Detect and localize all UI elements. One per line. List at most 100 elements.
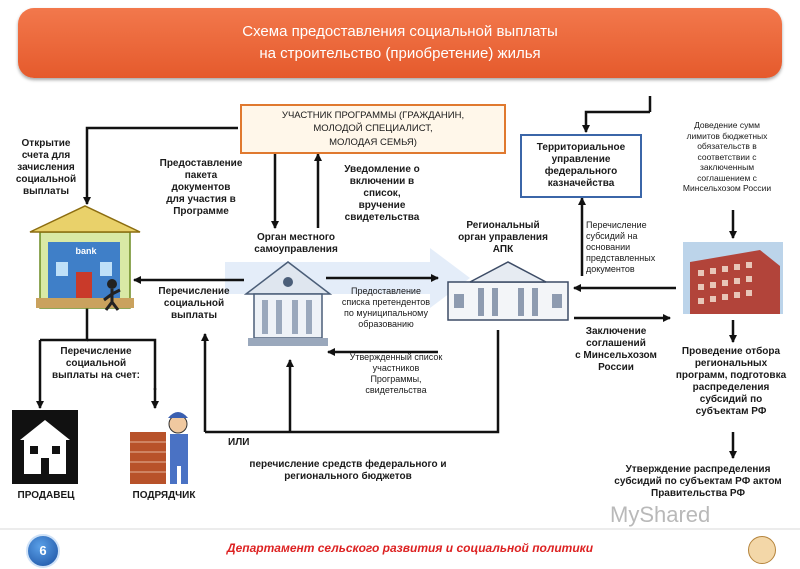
agreement-line: Заключение: [585, 326, 647, 337]
open-account-line: Открытие: [21, 138, 71, 149]
subsidy-transfer-line: представленных: [586, 253, 656, 263]
budget-limits-label: Доведение сумм лимитов бюджетных обязате…: [660, 120, 794, 194]
participant-line-2: МОЛОДОЙ СПЕЦИАЛИСТ,: [313, 123, 433, 135]
budget-limits-line: заключенным: [699, 162, 755, 172]
contractor-worker-icon: [130, 412, 188, 484]
page-number-badge: 6: [26, 534, 60, 568]
documents-line: пакета: [184, 170, 218, 181]
agreement-line: соглашений: [586, 338, 646, 349]
selection-line: программ, подготовка: [675, 370, 787, 381]
program-participant-box: УЧАСТНИК ПРОГРАММЫ (ГРАЖДАНИН, МОЛОДОЙ С…: [240, 104, 506, 154]
payment-to-account-line: социальной: [65, 358, 127, 369]
line-bank-to-contractor: [87, 338, 157, 390]
budget-funds-line: перечисление средств федерального и: [249, 459, 447, 470]
ministry-building-photo: [683, 242, 783, 314]
selection-line: Проведение отбора: [681, 346, 781, 357]
selection-label: Проведение отбора региональных программ,…: [662, 346, 800, 418]
bank-icon: [29, 205, 141, 311]
notification-line: список,: [363, 188, 401, 199]
applicants-list-line: списка претендентов: [341, 297, 431, 307]
budget-limits-line: соответствии с: [697, 151, 757, 162]
agreement-label: Заключение соглашений с Минсельхозом Рос…: [560, 326, 672, 374]
open-account-line: выплаты: [22, 186, 70, 197]
government-approval-line: субсидий по субъектам РФ актом: [614, 476, 782, 487]
treasury-line-4: казначейства: [547, 178, 615, 189]
treasury-line-3: федерального: [544, 166, 618, 177]
regional-apk-icon: [447, 261, 569, 321]
applicants-list-label: Предоставление списка претендентов по му…: [328, 286, 444, 330]
local-government-line: самоуправления: [254, 244, 338, 255]
or-label: ИЛИ: [228, 437, 250, 448]
approved-list-line: свидетельства: [365, 385, 427, 395]
treasury-line-1: Территориальное: [536, 142, 626, 153]
selection-line: субсидий по: [699, 394, 763, 405]
regional-apk-line: орган управления: [458, 232, 548, 243]
emblem-icon: [748, 536, 776, 564]
notification-line: свидетельства: [344, 212, 420, 223]
budget-limits-line: Минсельхозом России: [682, 183, 772, 193]
open-account-line: социальной: [15, 174, 77, 185]
social-payment-line: Перечисление: [158, 286, 230, 297]
selection-line: распределения: [692, 382, 770, 393]
government-approval-line: Правительства РФ: [651, 488, 745, 499]
documents-line: для участия в: [166, 194, 236, 205]
title-line-1: Схема предоставления социальной выплаты: [242, 23, 558, 40]
regional-apk-line: Региональный: [466, 220, 540, 231]
subsidy-transfer-line: документов: [586, 264, 635, 274]
participant-line-1: УЧАСТНИК ПРОГРАММЫ (ГРАЖДАНИН,: [281, 109, 465, 121]
arrow-loop-to-treasury: [582, 110, 650, 133]
documents-line: Программе: [173, 206, 229, 217]
budget-funds-label: перечисление средств федерального и реги…: [228, 459, 468, 483]
notification-line: включении в: [349, 176, 415, 187]
participant-line-3: МОЛОДАЯ СЕМЬЯ): [329, 136, 417, 148]
arrow-participant-to-account: [83, 126, 238, 205]
applicants-list-line: Предоставление: [351, 286, 421, 296]
treasury-box: Территориальное управление федерального …: [520, 134, 642, 198]
selection-line: региональных: [694, 358, 768, 369]
social-payment-line: социальной: [163, 298, 225, 309]
title-banner: Схема предоставления социальной выплаты …: [18, 8, 782, 78]
documents-line: документов: [171, 182, 231, 193]
subsidy-transfer-line: субсидий на: [586, 231, 638, 241]
open-account-line: счета для: [21, 150, 71, 161]
subsidy-transfer-label: Перечисление субсидий на основании предс…: [586, 220, 670, 275]
treasury-line-2: управление: [551, 154, 611, 165]
notification-label: Уведомление о включении в список, вручен…: [328, 164, 436, 224]
agreement-line: с Минсельхозом: [575, 350, 657, 361]
payment-to-account-label: Перечисление социальной выплаты на счет:: [40, 346, 152, 382]
payment-to-account-line: выплаты на счет:: [51, 370, 140, 381]
local-government-label: Орган местного самоуправления: [240, 232, 352, 256]
budget-funds-line: регионального бюджетов: [284, 471, 412, 482]
applicants-list-line: образованию: [358, 319, 414, 329]
subsidy-transfer-line: основании: [586, 242, 631, 252]
regional-apk-label: Региональный орган управления АПК: [444, 220, 562, 256]
open-account-label: Открытие счета для зачисления социальной…: [4, 138, 88, 198]
budget-limits-line: Доведение сумм: [694, 120, 760, 130]
documents-label: Предоставление пакета документов для уча…: [136, 158, 266, 218]
local-government-icon: [243, 261, 333, 346]
regional-apk-line: АПК: [492, 244, 514, 255]
payment-to-account-line: Перечисление: [60, 346, 132, 357]
budget-limits-line: лимитов бюджетных: [686, 130, 768, 141]
line-funds-bottom: [205, 358, 500, 434]
watermark: MyShared: [610, 502, 711, 527]
social-payment-transfer-label: Перечисление социальной выплаты: [146, 286, 242, 322]
approved-list-line: участников: [372, 363, 420, 373]
documents-line: Предоставление: [159, 158, 243, 169]
notification-line: вручение: [358, 200, 406, 211]
seller-house-icon: [12, 410, 78, 484]
title-line-2: на строительство (приобретение) жилья: [259, 45, 541, 62]
open-account-line: зачисления: [17, 162, 75, 173]
budget-limits-line: обязательств в: [697, 141, 757, 151]
notification-line: Уведомление о: [344, 164, 420, 175]
subsidy-transfer-line: Перечисление: [586, 220, 647, 230]
applicants-list-line: по муниципальному: [344, 308, 428, 318]
selection-line: субъектам РФ: [695, 406, 767, 417]
contractor-label: ПОДРЯДЧИК: [132, 490, 196, 501]
approved-list-label: Утвержденный список участников Программы…: [336, 352, 456, 396]
government-approval-line: Утверждение распределения: [625, 464, 771, 475]
government-approval-label: Утверждение распределения субсидий по су…: [598, 464, 798, 500]
approved-list-line: Программы,: [370, 374, 422, 384]
local-government-line: Орган местного: [256, 232, 335, 243]
